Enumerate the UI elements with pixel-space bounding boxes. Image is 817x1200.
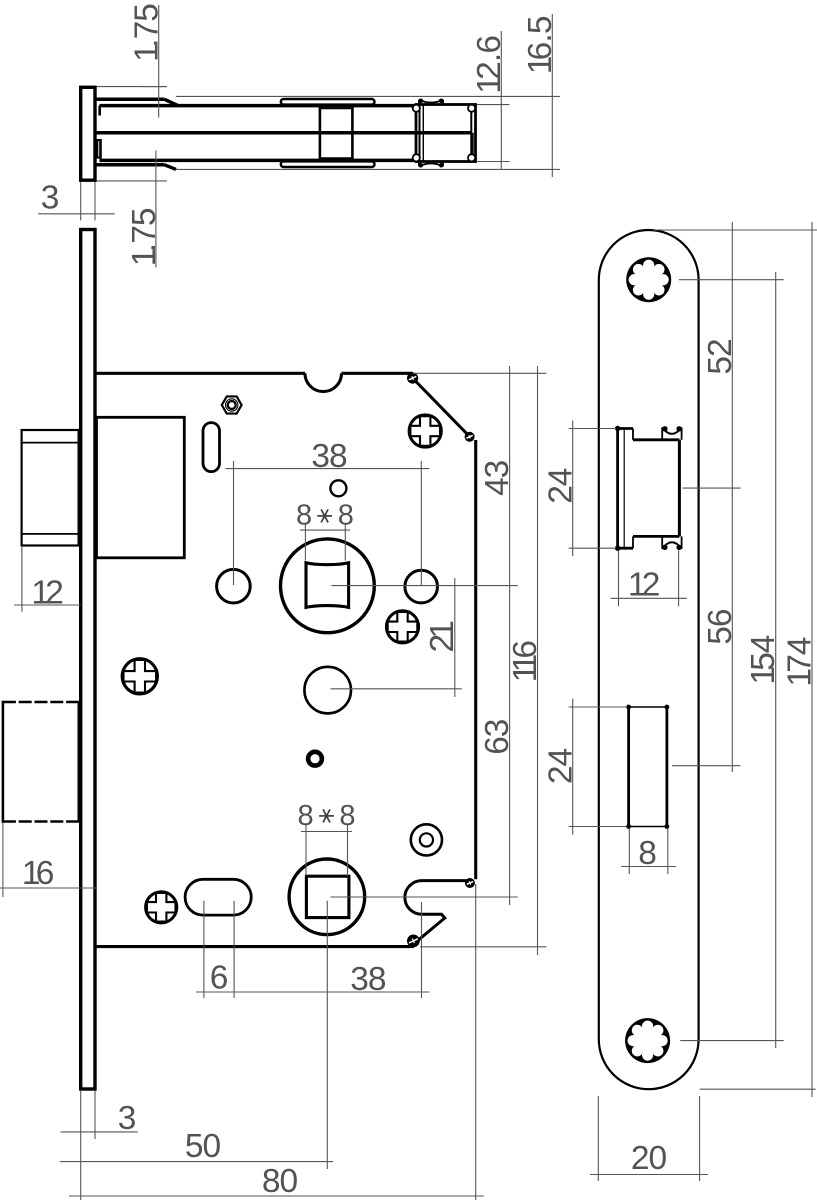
svg-text:1.75: 1.75 <box>129 3 166 62</box>
svg-text:12: 12 <box>628 567 660 604</box>
svg-text:16: 16 <box>22 855 54 892</box>
svg-text:8: 8 <box>338 500 354 532</box>
svg-text:12.6: 12.6 <box>471 35 508 94</box>
svg-text:8: 8 <box>298 800 314 832</box>
svg-text:38: 38 <box>311 438 347 475</box>
svg-text:174: 174 <box>782 637 817 687</box>
svg-text:3: 3 <box>41 179 60 216</box>
svg-text:20: 20 <box>631 1140 667 1177</box>
svg-text:52: 52 <box>702 338 739 374</box>
svg-text:80: 80 <box>262 1163 298 1200</box>
svg-text:24: 24 <box>543 468 580 504</box>
svg-text:3: 3 <box>118 1100 137 1137</box>
svg-text:50: 50 <box>185 1128 221 1165</box>
svg-text:63: 63 <box>479 719 516 755</box>
svg-text:8: 8 <box>638 835 657 872</box>
svg-text:154: 154 <box>745 635 782 685</box>
svg-text:1.75: 1.75 <box>126 207 163 266</box>
svg-text:24: 24 <box>543 748 580 784</box>
svg-text:56: 56 <box>702 608 739 644</box>
svg-text:6: 6 <box>210 960 229 997</box>
svg-text:21: 21 <box>424 620 461 652</box>
svg-text:116: 116 <box>507 640 544 682</box>
svg-text:16.5: 16.5 <box>522 15 559 74</box>
svg-text:8: 8 <box>296 500 312 532</box>
svg-text:12: 12 <box>31 575 63 612</box>
svg-text:8: 8 <box>339 800 355 832</box>
svg-text:43: 43 <box>479 460 516 496</box>
svg-text:38: 38 <box>350 961 386 998</box>
